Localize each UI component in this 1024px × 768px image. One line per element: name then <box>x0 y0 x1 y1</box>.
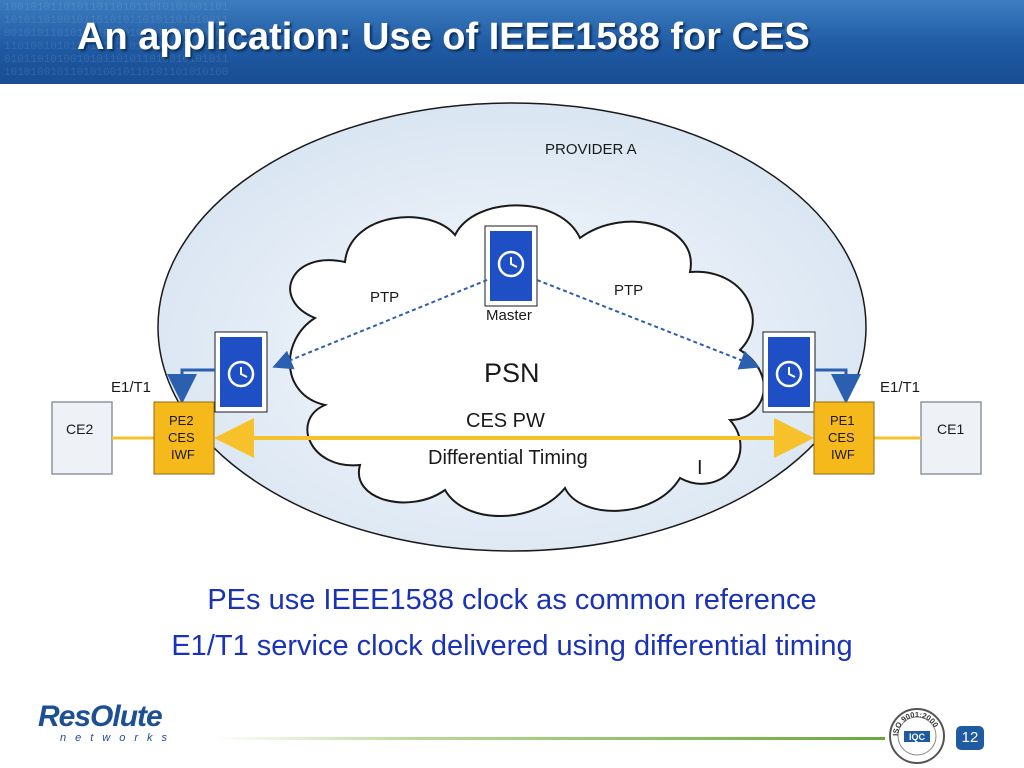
pe1-box <box>813 401 875 475</box>
pe2-line2: CES <box>168 430 195 445</box>
caption-line-1: PEs use IEEE1588 clock as common referen… <box>207 584 817 616</box>
pe2-line3: IWF <box>171 447 195 462</box>
differential-timing-label: Differential Timing <box>428 447 588 469</box>
pe1-line1: PE1 <box>830 413 855 428</box>
pe1-clock-hands <box>788 367 796 378</box>
pe2-clock-arrow <box>167 368 215 404</box>
master-label: Master <box>486 307 532 324</box>
ce2-label: CE2 <box>66 421 93 437</box>
iso-certification-seal: ISO 9001:2000 IQC <box>889 708 945 764</box>
pe1-line3: IWF <box>831 447 855 462</box>
logo-subtext: networks <box>60 732 177 744</box>
ptp-label-right: PTP <box>614 282 643 299</box>
logo-text: ResOlute <box>38 700 163 733</box>
ce2-box <box>51 401 113 475</box>
pe1-clock-icon <box>775 360 803 388</box>
ce1-box <box>920 401 982 475</box>
pe2-clock-icon <box>227 360 255 388</box>
pe2-clock-hands <box>240 367 248 378</box>
pe1-clock-arrow <box>815 368 861 404</box>
psn-label: PSN <box>484 358 540 388</box>
page-title: An application: Use of IEEE1588 for CES <box>77 16 810 58</box>
e1t1-label-left: E1/T1 <box>111 379 151 396</box>
ptp-link-left <box>272 279 488 370</box>
ces-pw-label: CES PW <box>466 410 545 432</box>
provider-label: PROVIDER A <box>545 141 637 158</box>
pe2-line1: PE2 <box>169 413 194 428</box>
master-clock-hands <box>510 257 518 268</box>
e1t1-label-right: E1/T1 <box>880 379 920 396</box>
ptp-link-right <box>536 279 760 370</box>
page-number-badge: 12 <box>956 726 984 750</box>
caption-line-2: E1/T1 service clock delivered using diff… <box>171 630 853 662</box>
ces-diagram: PROVIDER A Master PTP PTP PSN CES PW Dif… <box>51 102 982 552</box>
title-bar: 1001010110101101101011010101001101 10101… <box>0 0 1024 84</box>
resolute-logo: ResOlute networks <box>38 700 178 750</box>
ptp-label-left: PTP <box>370 289 399 306</box>
master-clock-panel <box>490 231 532 301</box>
ce1-label: CE1 <box>937 421 964 437</box>
footer-divider <box>215 737 885 740</box>
master-clock-icon <box>497 250 525 278</box>
binary-pattern-decoration: 1001010110101101101011010101001101 10101… <box>4 2 229 79</box>
pe1-line2: CES <box>828 430 855 445</box>
iso-badge-text: IQC <box>909 732 926 742</box>
cursor-mark: I <box>697 457 703 479</box>
